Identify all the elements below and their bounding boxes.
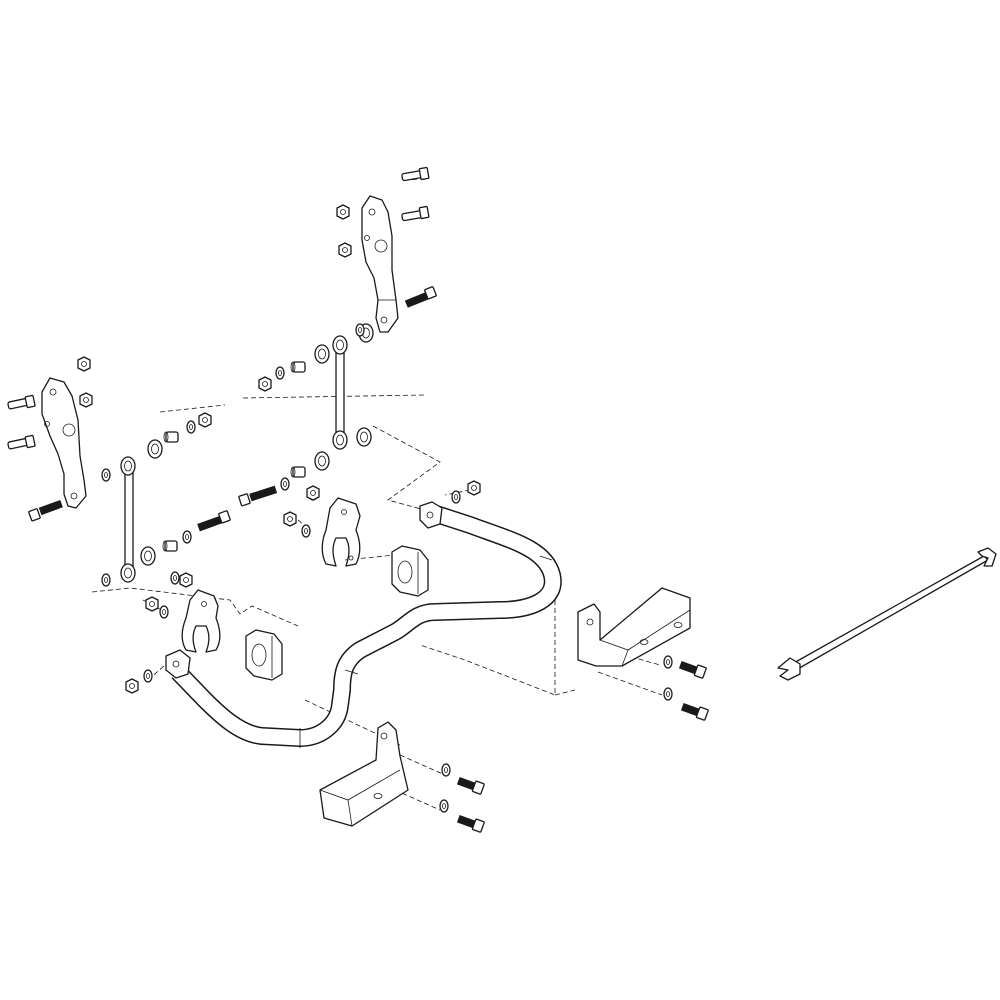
washer-frame-right-2 [663, 687, 673, 701]
washer-right-top [355, 323, 365, 337]
sleeve-right-top [290, 361, 306, 373]
washer-clamp-right-2 [301, 524, 311, 538]
bushing-clamp-left [181, 589, 221, 653]
bushing-right-lower [356, 427, 372, 447]
threaded-bolt-left-lower [197, 510, 231, 532]
bolt-frame-right-1 [678, 660, 707, 679]
bushing-right-mid [314, 344, 330, 364]
nut-clamp-left-2 [145, 596, 159, 612]
install-tool [777, 547, 997, 681]
washer-left-upper [186, 420, 196, 434]
nut-right-top-1 [336, 204, 350, 220]
nut-bar-left-end [125, 678, 139, 694]
washer-right-lower [280, 477, 290, 491]
bolt-left-top-2 [7, 434, 36, 450]
nut-bar-right-end [467, 480, 481, 496]
nut-clamp-right-1 [306, 485, 320, 501]
nut-right-upper [258, 376, 272, 392]
washer-frame-left-1 [441, 763, 451, 777]
threaded-bolt-left [28, 499, 63, 522]
washer-left-bottom [101, 573, 111, 587]
washer-frame-right-1 [663, 655, 673, 669]
end-link-right [332, 335, 348, 450]
nut-clamp-right-2 [283, 511, 297, 527]
frame-bracket-right [577, 587, 691, 667]
end-link-left [120, 456, 136, 583]
nut-left-top-2 [79, 392, 93, 408]
bolt-right-top-1 [401, 166, 430, 182]
nut-left-top-1 [77, 356, 91, 372]
sleeve-left-top [163, 431, 179, 443]
sway-bar [165, 501, 562, 748]
washer-clamp-left-1 [170, 571, 180, 585]
nut-clamp-left-1 [179, 572, 193, 588]
washer-left-lower [182, 530, 192, 544]
nut-right-top-2 [338, 242, 352, 258]
bushing-left [245, 629, 283, 681]
bolt-frame-left-1 [456, 776, 485, 795]
threaded-bolt-right-lower [238, 485, 278, 507]
washer-bar-right-end [451, 490, 461, 504]
bushing-right-lower-2 [314, 451, 330, 471]
bushing-left-top [147, 439, 163, 459]
sleeve-right-lower [290, 466, 306, 478]
bushing-left-lower [140, 546, 156, 566]
bolt-frame-right-2 [680, 702, 709, 721]
washer-frame-left-2 [439, 799, 449, 813]
bushing-right [391, 545, 429, 597]
washer-clamp-left-2 [159, 605, 169, 619]
bushing-clamp-right [321, 497, 361, 567]
bolt-left-top-1 [7, 394, 36, 410]
threaded-bolt-right [404, 286, 437, 308]
bolt-right-top-2 [401, 205, 430, 222]
upper-bracket-right [361, 195, 399, 333]
washer-left-top [101, 468, 111, 482]
upper-bracket-left [41, 377, 87, 509]
washer-right-upper [275, 366, 285, 380]
nut-left-upper [198, 412, 212, 428]
bolt-frame-left-2 [456, 814, 485, 833]
sleeve-left-lower [162, 540, 178, 552]
frame-bracket-left [319, 721, 409, 827]
washer-bar-left-end [143, 669, 153, 683]
